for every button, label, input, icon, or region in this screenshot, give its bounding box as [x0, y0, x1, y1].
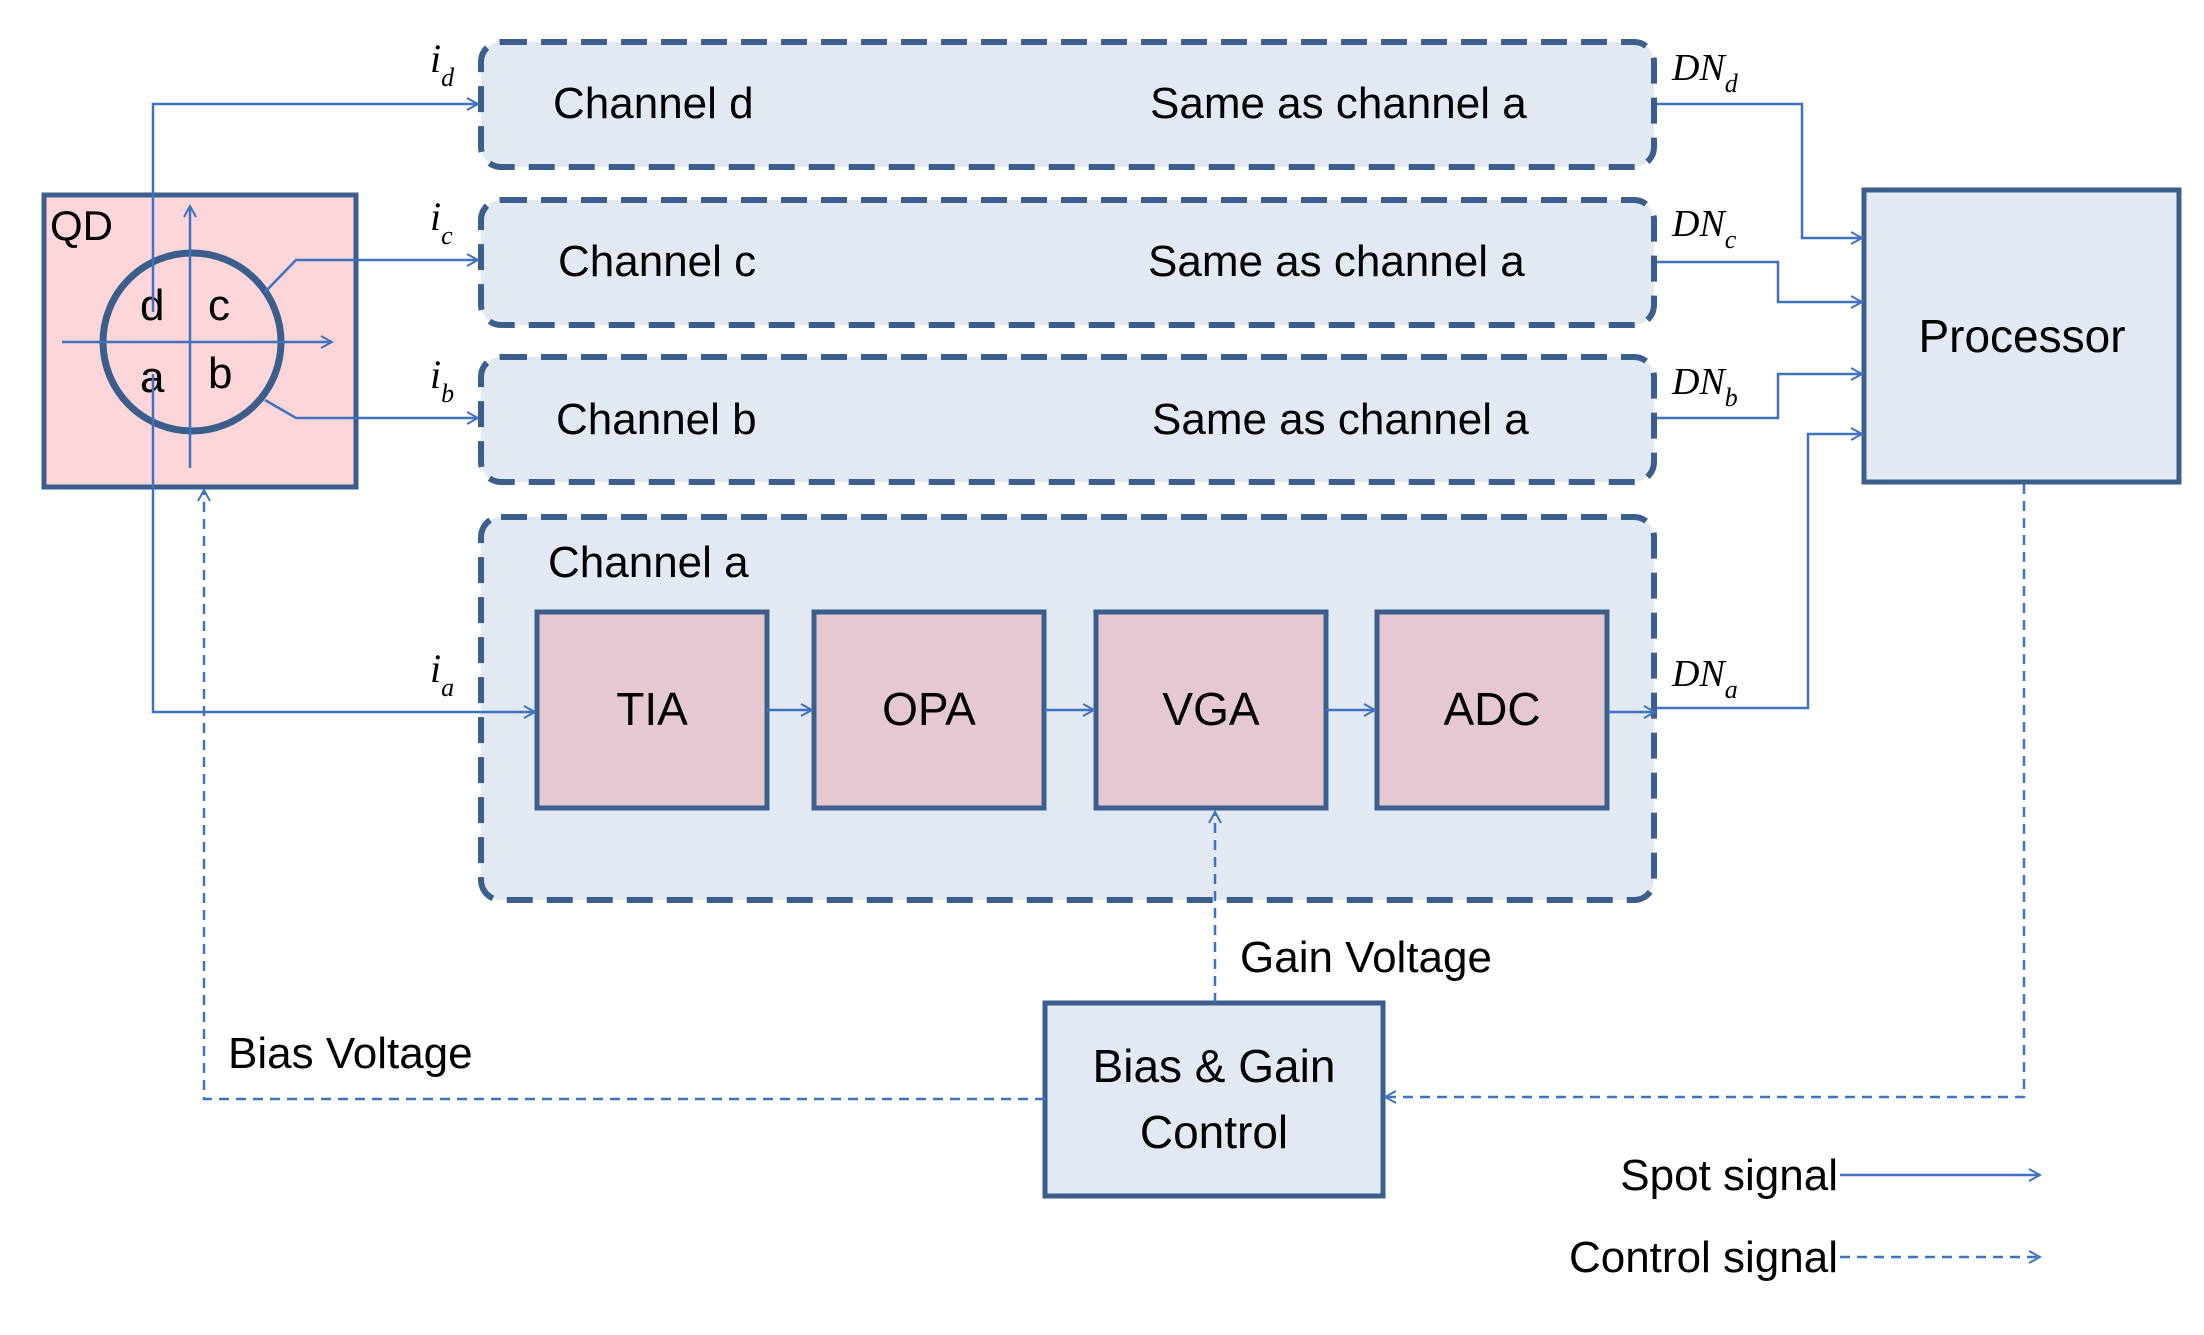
vga-label: VGA	[1162, 683, 1259, 735]
bias-voltage-line	[204, 490, 1045, 1101]
qd-detector: QD d c a b	[41, 192, 359, 490]
processor-label: Processor	[1918, 310, 2125, 362]
current-a-label: ia	[430, 646, 454, 702]
gain-voltage-label: Gain Voltage	[1240, 933, 1492, 982]
processor-to-control-line	[1385, 484, 2026, 1097]
bias-voltage-label: Bias Voltage	[228, 1029, 473, 1078]
legend-control-label: Control signal	[1569, 1233, 1838, 1282]
adc-block	[1374, 609, 1610, 811]
channel-a-label: Channel a	[548, 538, 749, 587]
current-c-label: ic	[430, 194, 453, 250]
channel-b-label: Channel b	[556, 395, 757, 444]
tia-label: TIA	[616, 683, 688, 735]
adc-label: ADC	[1443, 683, 1540, 735]
bias-gain-control-block	[1042, 1000, 1386, 1199]
opa-label: OPA	[882, 683, 976, 735]
current-a-line	[151, 374, 535, 712]
control-label-line2: Control	[1140, 1106, 1288, 1158]
current-b-line	[264, 398, 478, 418]
qd-label: QD	[50, 202, 113, 249]
channel-c-label: Channel c	[558, 237, 756, 286]
channel-b-note: Same as channel a	[1152, 395, 1529, 444]
legend: Spot signal Control signal	[1569, 1151, 2040, 1282]
vga-block	[1093, 609, 1329, 811]
dn-d-line	[1657, 102, 1862, 238]
channel-c-box	[478, 197, 1657, 328]
dn-a-line	[1657, 434, 1862, 710]
processor-block	[1861, 187, 2182, 485]
channel-d-box	[478, 39, 1657, 170]
legend-spot-label: Spot signal	[1620, 1151, 1838, 1200]
quadrant-c-label: c	[208, 281, 230, 330]
dn-b-label: DNb	[1671, 361, 1738, 412]
channel-d-note: Same as channel a	[1150, 79, 1527, 128]
channel-c-note: Same as channel a	[1148, 237, 1525, 286]
quadrant-b-label: b	[208, 349, 232, 398]
channel-b-box	[478, 354, 1657, 485]
current-c-line	[264, 260, 478, 293]
channel-d-label: Channel d	[553, 79, 754, 128]
current-d-line	[151, 104, 478, 312]
control-label-line1: Bias & Gain	[1093, 1040, 1336, 1092]
dn-b-line	[1657, 374, 1862, 420]
current-d-label: id	[430, 36, 455, 92]
dn-d-label: DNd	[1671, 47, 1739, 98]
dn-c-line	[1657, 260, 1862, 302]
opa-block	[811, 609, 1047, 811]
dn-a-label: DNa	[1671, 653, 1738, 704]
dn-c-label: DNc	[1671, 203, 1737, 254]
current-b-label: ib	[430, 352, 454, 408]
